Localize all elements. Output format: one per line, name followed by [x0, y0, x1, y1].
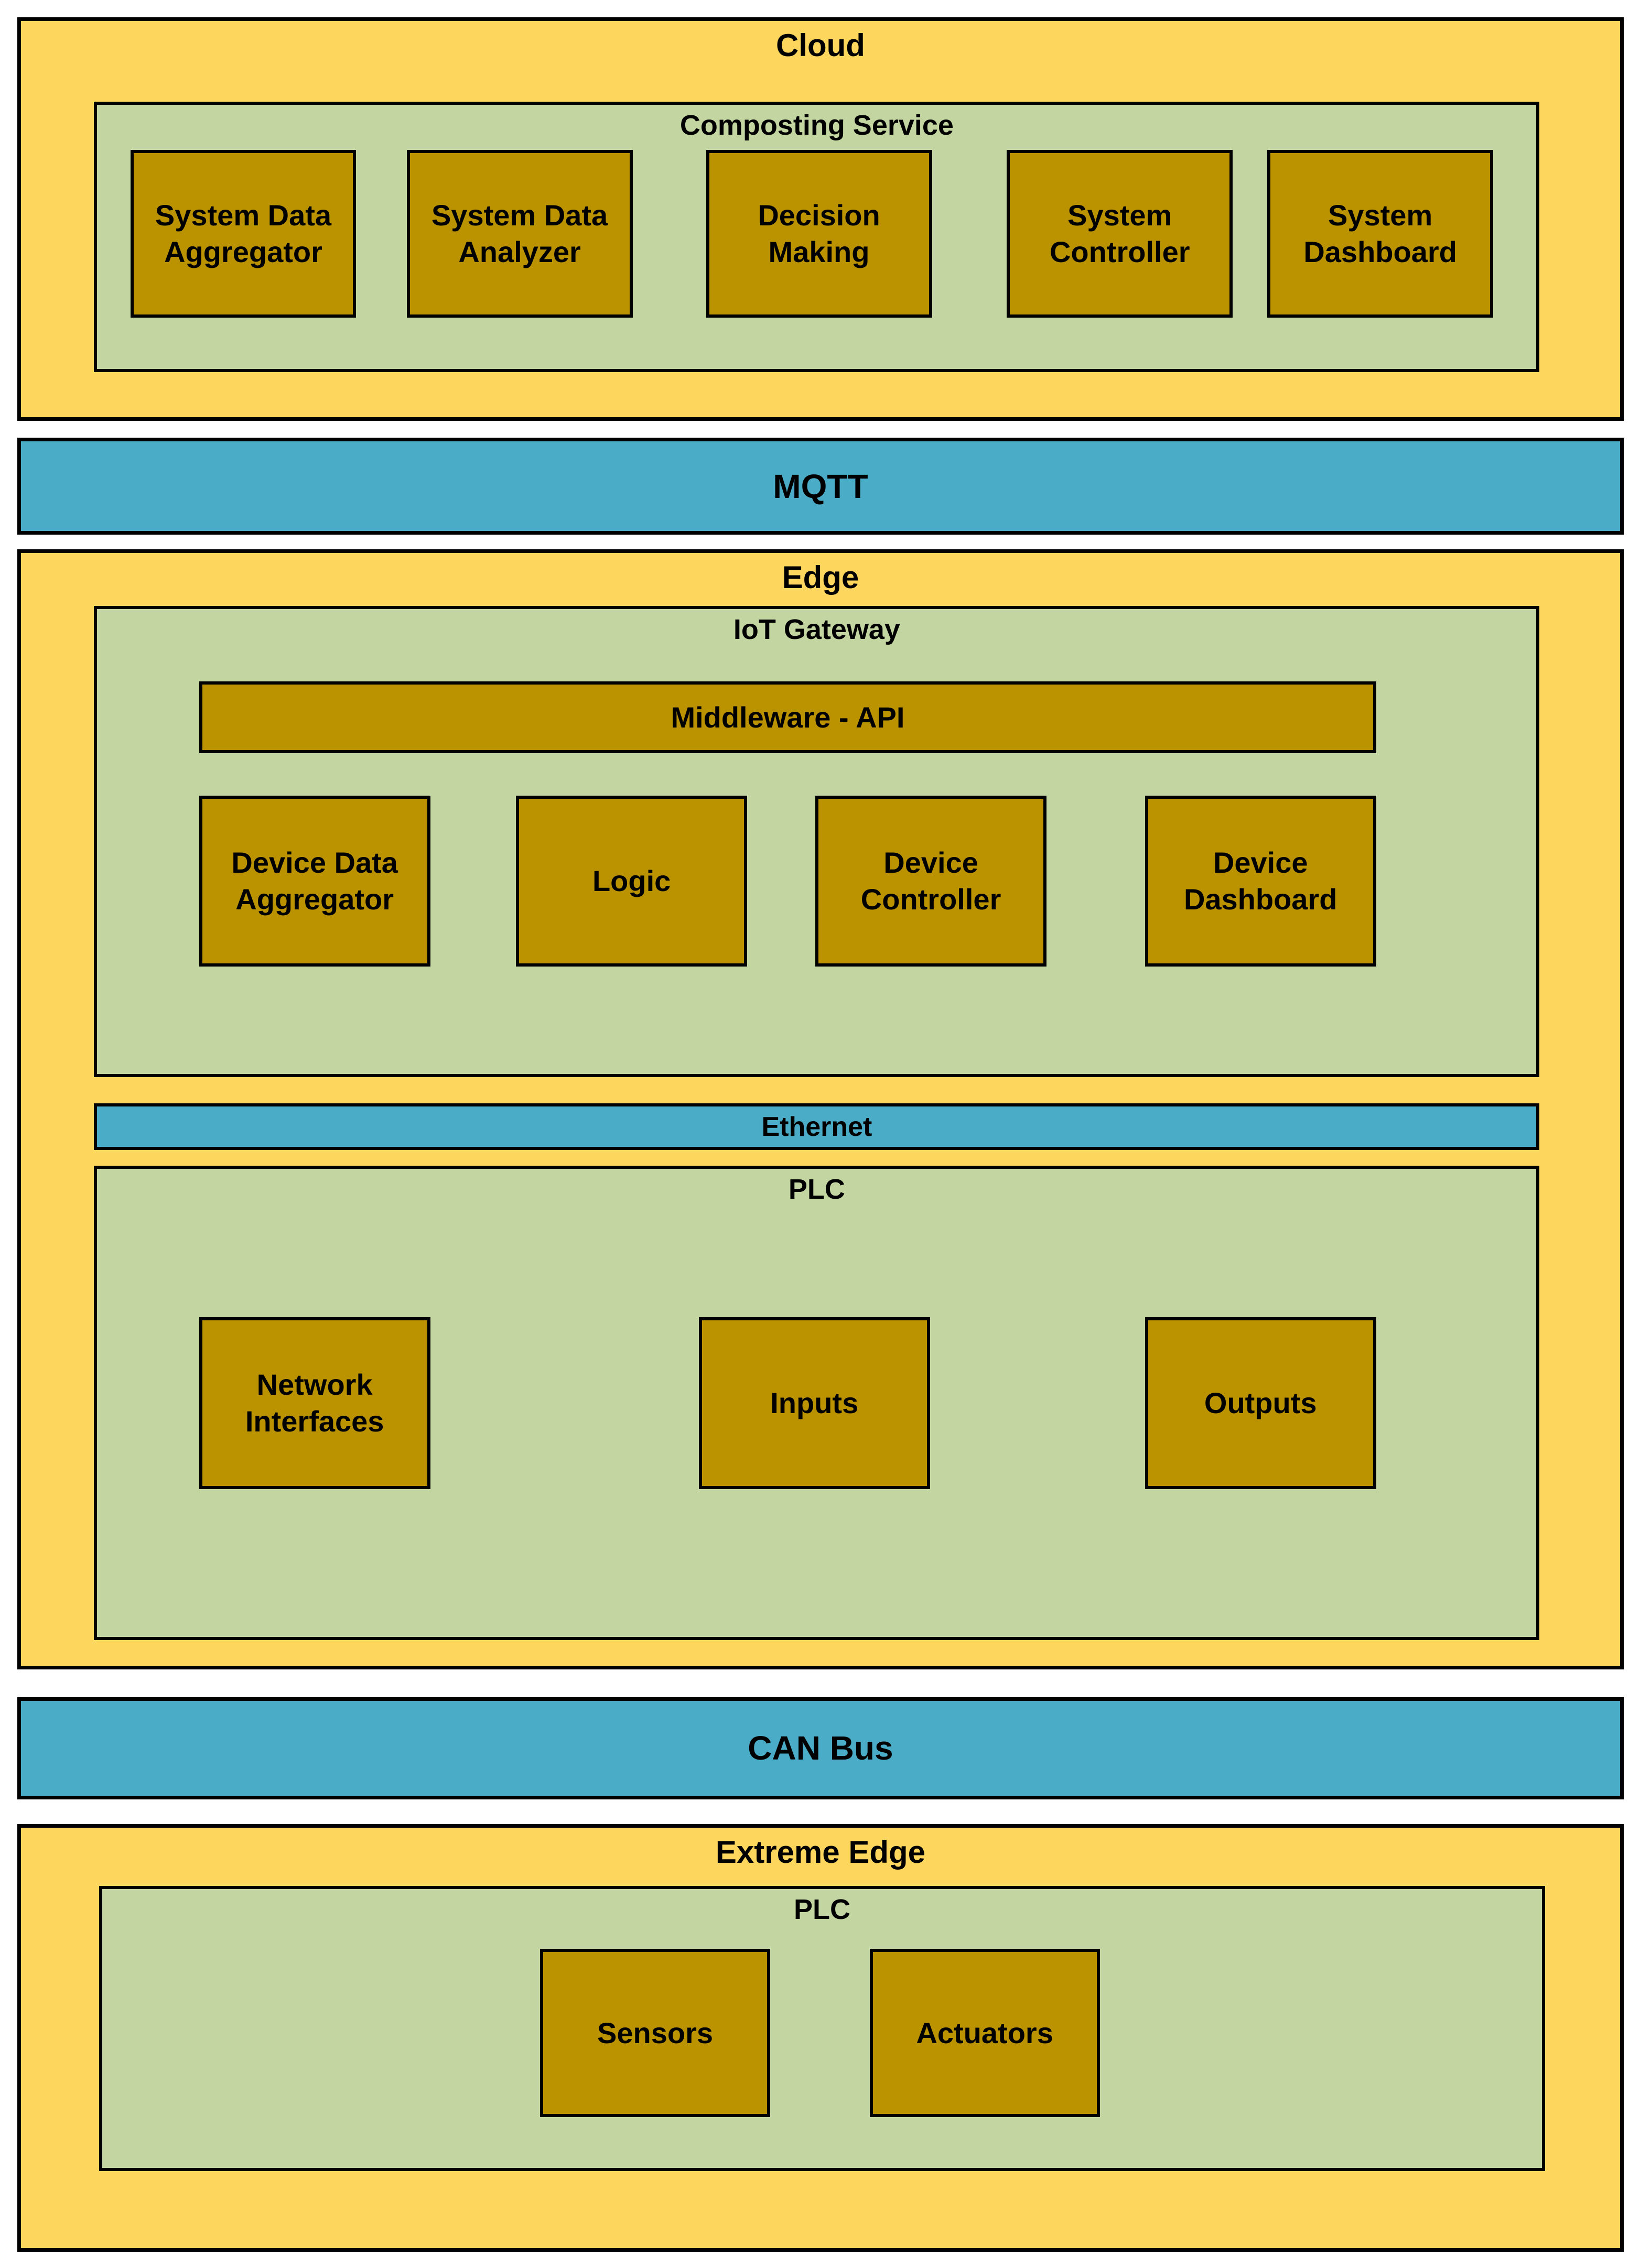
plc-container-edge: PLC Network Interfaces Inputs Outputs	[94, 1166, 1540, 1641]
extreme-edge-layer: Extreme Edge PLC Sensors Actuators	[17, 1824, 1624, 2252]
module-label: Logic	[592, 864, 671, 898]
iot-gateway-title: IoT Gateway	[733, 614, 900, 646]
extreme-edge-layer-title: Extreme Edge	[715, 1834, 926, 1870]
middleware-api-label: Middleware - API	[671, 700, 905, 734]
cloud-layer: Cloud Composting Service System Data Agg…	[17, 17, 1624, 421]
module-sensors: Sensors	[540, 1949, 771, 2118]
module-label: Outputs	[1204, 1386, 1317, 1420]
module-label: Network Interfaces	[245, 1368, 384, 1438]
edge-layer-title: Edge	[782, 559, 859, 595]
module-actuators: Actuators	[869, 1949, 1100, 2118]
module-logic: Logic	[516, 795, 748, 967]
module-label: Inputs	[770, 1386, 859, 1420]
module-inputs: Inputs	[698, 1317, 930, 1490]
plc-edge-title: PLC	[788, 1174, 845, 1206]
ethernet-bus: Ethernet	[94, 1103, 1540, 1151]
module-label: System Controller	[1049, 198, 1190, 268]
module-label: System Data Analyzer	[431, 198, 608, 268]
module-system-data-aggregator: System Data Aggregator	[130, 150, 357, 318]
ethernet-bus-label: Ethernet	[761, 1111, 872, 1142]
plc-container-extreme-edge: PLC Sensors Actuators	[99, 1885, 1545, 2172]
can-bus-label: CAN Bus	[748, 1729, 893, 1767]
mqtt-bus: MQTT	[17, 438, 1624, 535]
module-label: System Data Aggregator	[155, 198, 332, 268]
module-system-data-analyzer: System Data Analyzer	[406, 150, 633, 318]
module-device-data-aggregator: Device Data Aggregator	[199, 795, 430, 967]
module-label: System Dashboard	[1303, 198, 1457, 268]
iot-gateway-container: IoT Gateway Middleware - API Device Data…	[94, 606, 1540, 1078]
module-label: Device Data Aggregator	[231, 846, 398, 916]
middleware-api-bar: Middleware - API	[199, 681, 1377, 754]
mqtt-bus-label: MQTT	[773, 467, 868, 505]
module-device-dashboard: Device Dashboard	[1145, 795, 1376, 967]
module-system-controller: System Controller	[1007, 150, 1233, 318]
module-outputs: Outputs	[1145, 1317, 1376, 1490]
plc-extreme-edge-title: PLC	[793, 1893, 850, 1925]
module-network-interfaces: Network Interfaces	[199, 1317, 430, 1490]
module-label: Decision Making	[758, 198, 880, 268]
module-label: Actuators	[916, 2016, 1053, 2049]
module-label: Device Dashboard	[1183, 846, 1337, 916]
composting-service-container: Composting Service System Data Aggregato…	[94, 102, 1540, 372]
module-device-controller: Device Controller	[815, 795, 1047, 967]
module-system-dashboard: System Dashboard	[1267, 150, 1494, 318]
composting-service-title: Composting Service	[679, 110, 954, 142]
module-decision-making: Decision Making	[706, 150, 932, 318]
cloud-layer-title: Cloud	[775, 27, 865, 63]
module-label: Device Controller	[860, 846, 1001, 916]
edge-layer: Edge IoT Gateway Middleware - API Device…	[17, 549, 1624, 1670]
can-bus: CAN Bus	[17, 1697, 1624, 1800]
module-label: Sensors	[597, 2016, 714, 2049]
